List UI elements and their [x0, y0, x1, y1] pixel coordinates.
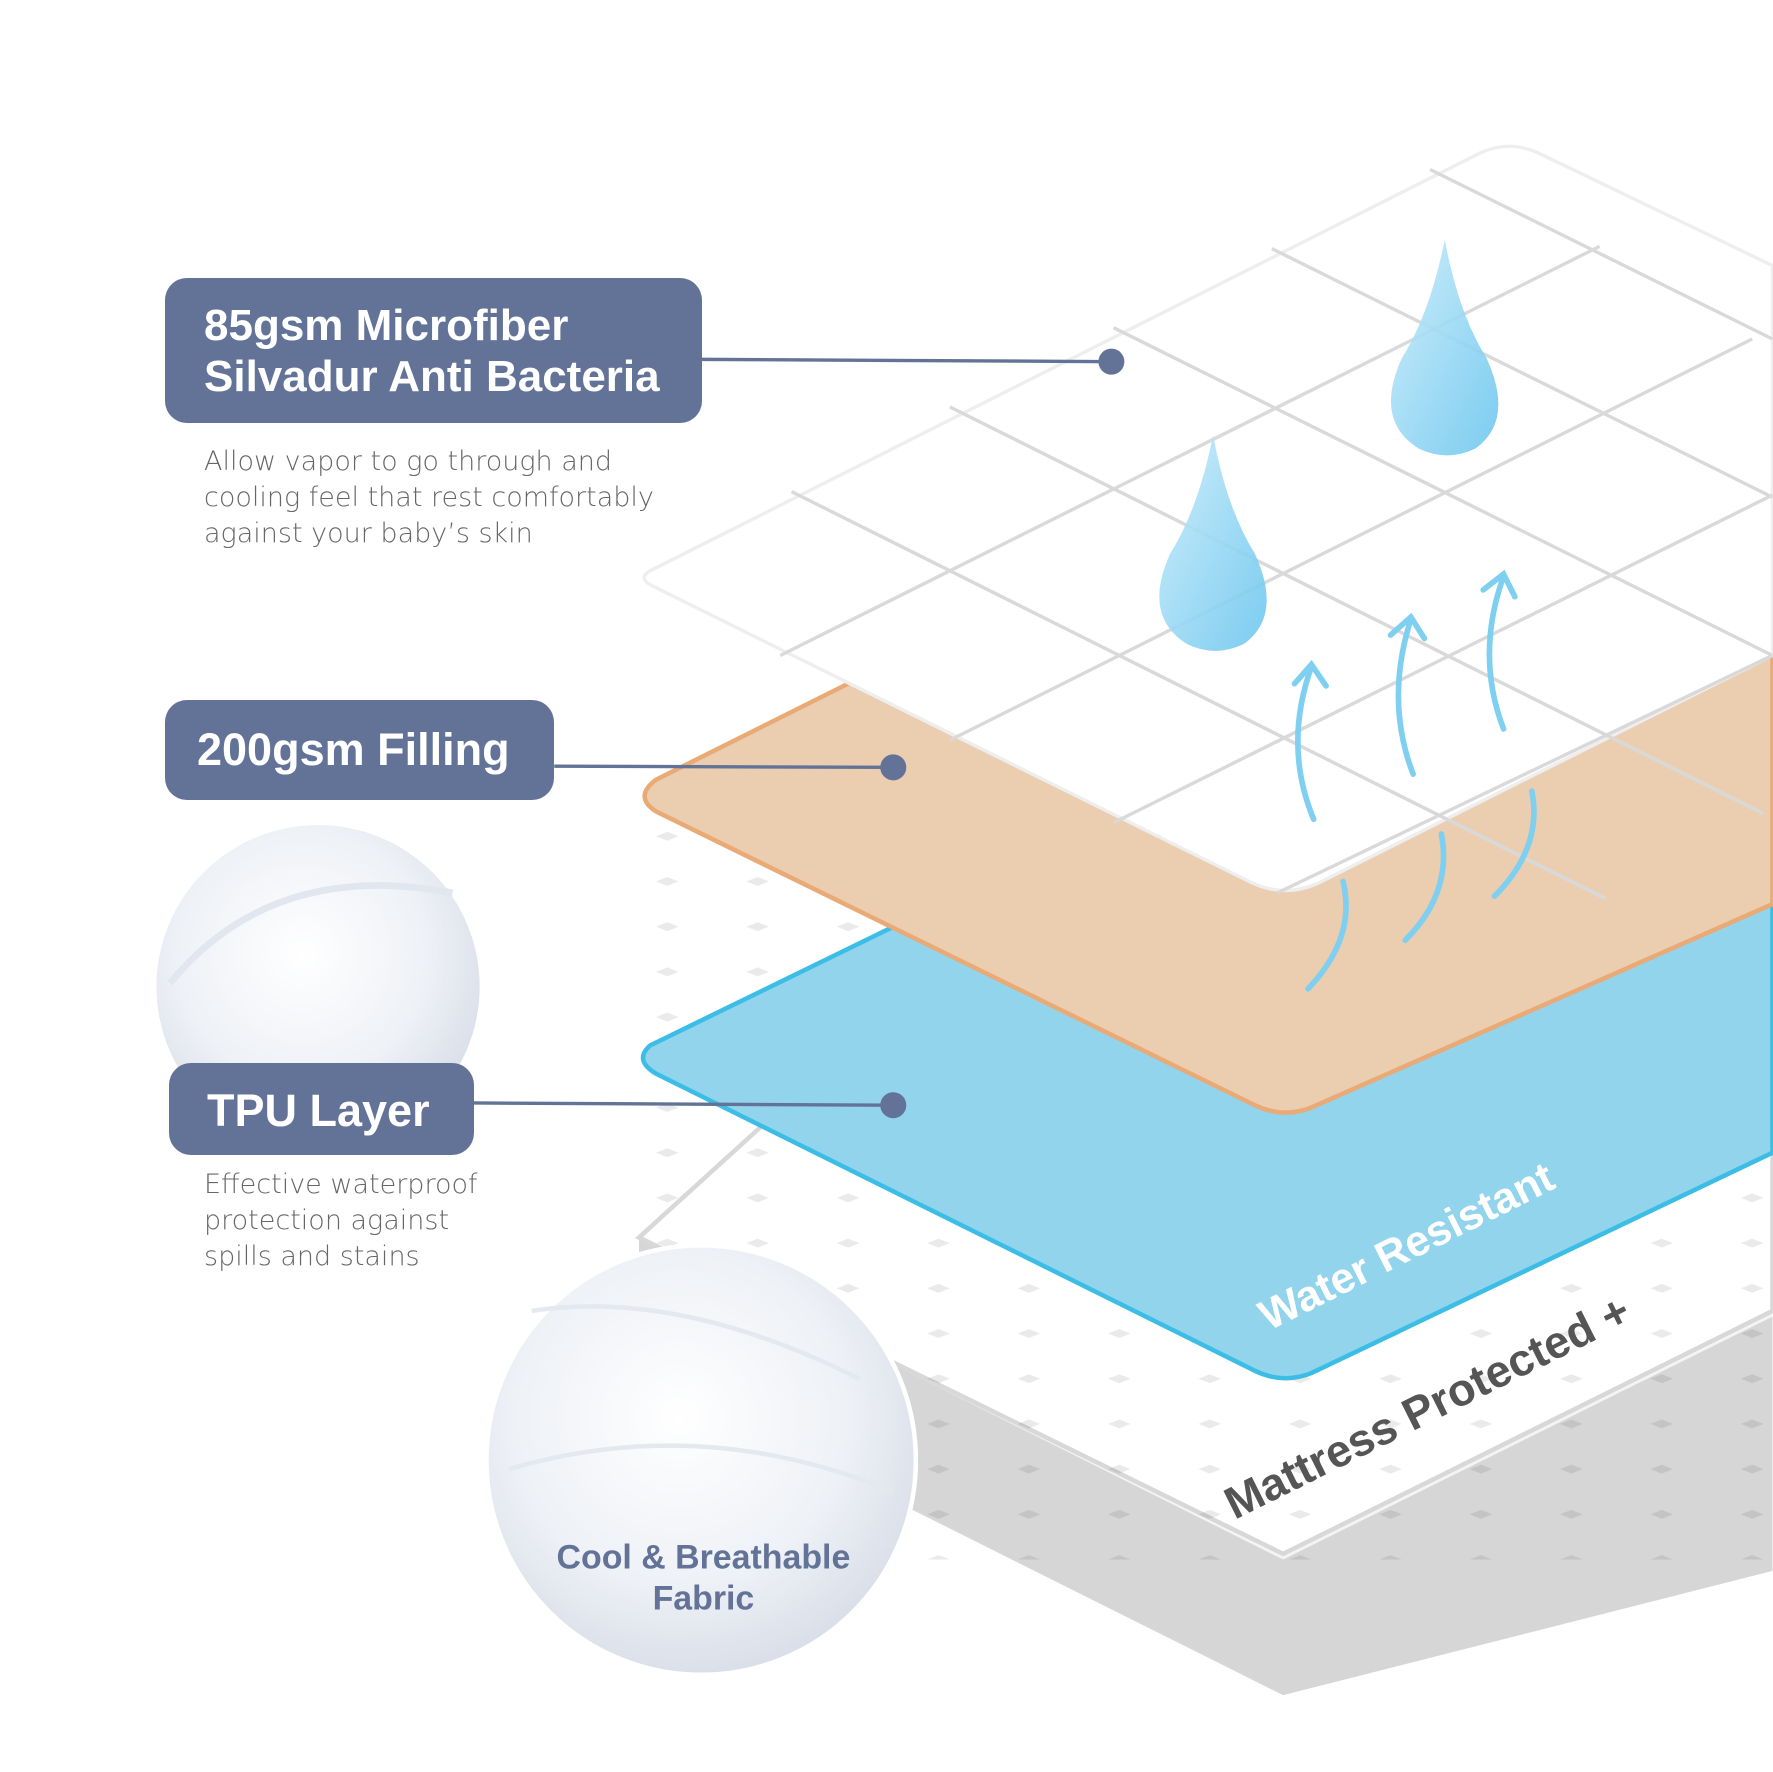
tpu-title: TPU Layer — [207, 1085, 430, 1136]
vapor-arrow-icons — [1291, 569, 1537, 992]
desc-line: Allow vapor to go through and — [204, 446, 613, 477]
water-drop-icon — [1159, 435, 1267, 651]
water-drop-icon — [1390, 239, 1499, 456]
tpu-description: Effective waterproof protection against … — [204, 1167, 478, 1275]
microfiber-label: 85gsm Microfiber Silvadur Anti Bacteria — [165, 278, 702, 423]
desc-line: spills and stains — [204, 1241, 420, 1272]
tpu-label: TPU Layer — [169, 1063, 474, 1155]
filling-title: 200gsm Filling — [197, 724, 510, 775]
filling-label: 200gsm Filling — [165, 700, 554, 800]
microfiber-title-line2: Silvadur Anti Bacteria — [204, 352, 660, 401]
fabric-caption-line1: Cool & Breathable — [557, 1539, 851, 1577]
desc-line: cooling feel that rest comfortably — [204, 482, 654, 513]
desc-line: protection against — [204, 1205, 450, 1236]
microfiber-description: Allow vapor to go through and cooling fe… — [204, 444, 654, 552]
microfiber-title-line1: 85gsm Microfiber — [204, 301, 569, 350]
fabric-photo — [484, 1243, 919, 1678]
desc-line: Effective waterproof — [204, 1169, 478, 1200]
desc-line: against your baby’s skin — [204, 518, 533, 549]
fabric-caption-line2: Fabric — [653, 1579, 755, 1617]
